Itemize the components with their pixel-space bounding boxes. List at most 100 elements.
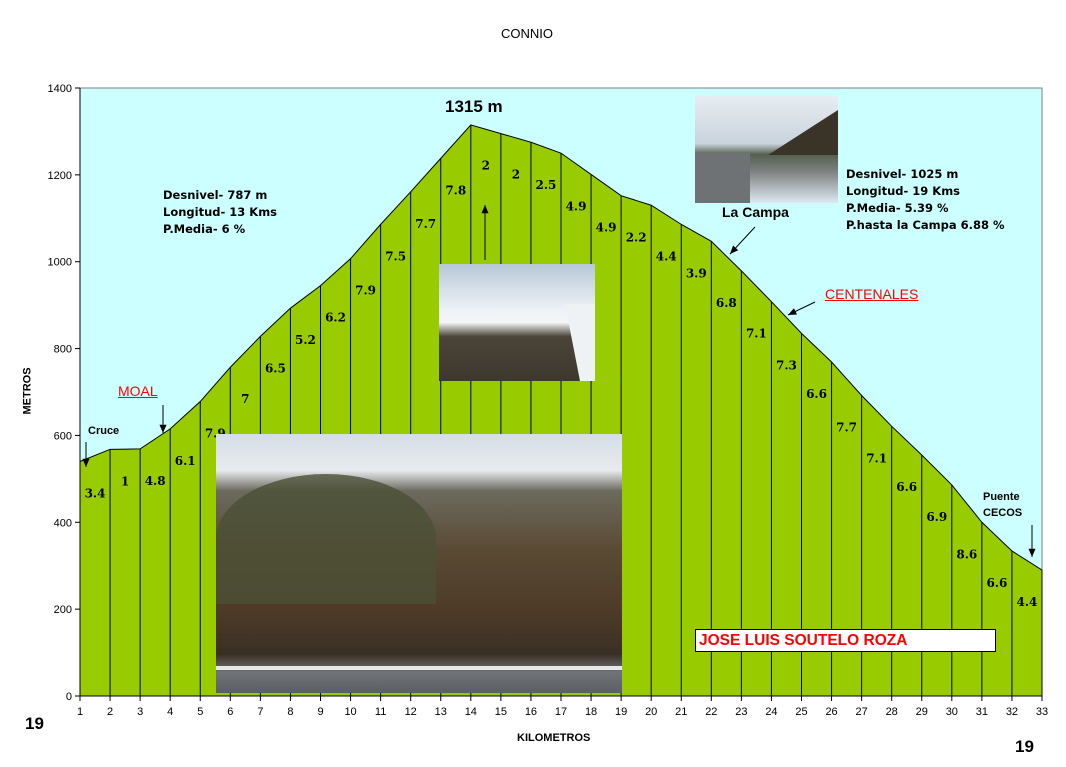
west-desnivel: Desnivel- 787 m [163, 188, 268, 202]
west-stats: Desnivel- 787 m Longitud- 13 Kms P.Media… [163, 187, 277, 238]
segment-gradient-label: 7.1 [746, 327, 767, 341]
segment-gradient-label: 7.9 [355, 284, 376, 298]
segment-gradient-label: 3.9 [686, 266, 707, 280]
east-media: P.Media- 5.39 % [846, 201, 949, 215]
east-longitud: Longitud- 19 Kms [846, 184, 961, 198]
summit-arrow-head [481, 205, 489, 214]
x-tick-label: 21 [675, 706, 687, 718]
x-tick-label: 31 [976, 706, 988, 718]
x-tick-label: 24 [765, 706, 777, 718]
puente-label: Puente [983, 491, 1020, 503]
la-campa-arrow-head [730, 245, 739, 254]
segment-gradient-label: 3.4 [85, 486, 106, 500]
x-tick-label: 4 [167, 706, 173, 718]
summit-label: 1315 m [445, 97, 503, 116]
x-tick-label: 26 [825, 706, 837, 718]
x-tick-label: 16 [525, 706, 537, 718]
segment-gradient-label: 7.7 [415, 217, 436, 231]
segment-gradient-label: 8.6 [956, 547, 977, 561]
x-tick-label: 30 [946, 706, 958, 718]
segment-gradient-label: 4.9 [566, 199, 587, 213]
segment-gradient-label: 4.4 [1017, 595, 1038, 609]
x-tick-label: 7 [257, 706, 263, 718]
cecos-arrow-head [1028, 548, 1036, 557]
segment-gradient-label: 1 [121, 474, 129, 488]
centenales-arrow-head [788, 308, 797, 315]
y-tick-label: 1200 [48, 170, 72, 182]
segment-gradient-label: 2 [482, 159, 490, 173]
segment-gradient-label: 6.1 [175, 454, 196, 468]
west-longitud: Longitud- 13 Kms [163, 205, 278, 219]
photo-la-campa [695, 95, 838, 203]
cruce-label: Cruce [88, 425, 120, 437]
east-desnivel: Desnivel- 1025 m [846, 167, 959, 181]
x-tick-label: 6 [227, 706, 233, 718]
chart-title: CONNIO [501, 26, 553, 41]
east-stats: Desnivel- 1025 m Longitud- 19 Kms P.Medi… [846, 166, 1005, 234]
segment-gradient-label: 6.2 [325, 311, 346, 325]
x-tick-label: 19 [615, 706, 627, 718]
x-tick-label: 27 [856, 706, 868, 718]
segment-gradient-label: 2.2 [626, 230, 647, 244]
author-box: JOSE LUIS SOUTELO ROZA [695, 629, 996, 652]
x-tick-label: 17 [555, 706, 567, 718]
x-tick-label: 33 [1036, 706, 1048, 718]
east-media-campa: P.hasta la Campa 6.88 % [846, 218, 1005, 232]
x-tick-label: 1 [77, 706, 83, 718]
x-tick-label: 8 [287, 706, 293, 718]
segment-gradient-label: 4.4 [656, 249, 677, 263]
west-media: P.Media- 6 % [163, 222, 246, 236]
x-tick-label: 32 [1006, 706, 1018, 718]
x-tick-label: 13 [435, 706, 447, 718]
y-tick-label: 400 [54, 517, 72, 529]
x-tick-label: 28 [886, 706, 898, 718]
photo-summit-road [439, 264, 595, 381]
segment-gradient-label: 6.9 [926, 510, 947, 524]
la-campa-label: La Campa [722, 204, 789, 220]
x-tick-label: 18 [585, 706, 597, 718]
y-axis-label: METROS [21, 367, 34, 415]
y-tick-label: 600 [54, 430, 72, 442]
segment-gradient-label: 4.9 [596, 221, 617, 235]
x-tick-label: 2 [107, 706, 113, 718]
segment-gradient-label: 7 [241, 392, 249, 406]
x-tick-label: 11 [375, 706, 386, 718]
cruce-arrow-head [82, 458, 90, 467]
x-tick-label: 23 [735, 706, 747, 718]
segment-gradient-label: 7.1 [866, 451, 887, 465]
x-tick-label: 22 [705, 706, 717, 718]
moal-label: MOAL [118, 383, 158, 399]
segment-gradient-label: 6.6 [896, 480, 917, 494]
x-tick-label: 10 [344, 706, 356, 718]
segment-gradient-label: 6.5 [265, 361, 286, 375]
centenales-label: CENTENALES [825, 286, 919, 302]
author-name: JOSE LUIS SOUTELO ROZA [699, 632, 908, 649]
x-tick-label: 12 [405, 706, 417, 718]
segment-gradient-label: 7.3 [776, 358, 797, 372]
segment-gradient-label: 7.8 [445, 183, 466, 197]
y-tick-label: 200 [54, 604, 72, 616]
segment-gradient-label: 5.2 [295, 333, 316, 347]
y-tick-label: 0 [66, 691, 72, 703]
x-tick-label: 5 [197, 706, 203, 718]
segment-gradient-label: 7.5 [385, 249, 406, 263]
y-tick-label: 800 [54, 344, 72, 356]
x-tick-label: 15 [495, 706, 507, 718]
segment-gradient-label: 2 [512, 167, 520, 181]
x-tick-label: 20 [645, 706, 657, 718]
x-tick-label: 9 [317, 706, 323, 718]
x-tick-label: 3 [137, 706, 143, 718]
segment-gradient-label: 6.6 [986, 576, 1007, 590]
segment-gradient-label: 4.8 [145, 474, 166, 488]
x-tick-label: 14 [465, 706, 477, 718]
x-tick-label: 25 [795, 706, 807, 718]
photo-mountains [216, 434, 622, 693]
segment-gradient-label: 7.7 [836, 420, 857, 434]
y-tick-label: 1000 [48, 257, 72, 269]
moal-arrow-head [159, 424, 167, 433]
segment-gradient-label: 6.8 [716, 296, 737, 310]
number-left: 19 [25, 714, 44, 733]
x-axis-label: KILOMETROS [517, 732, 591, 744]
cecos-label: CECOS [983, 507, 1023, 519]
